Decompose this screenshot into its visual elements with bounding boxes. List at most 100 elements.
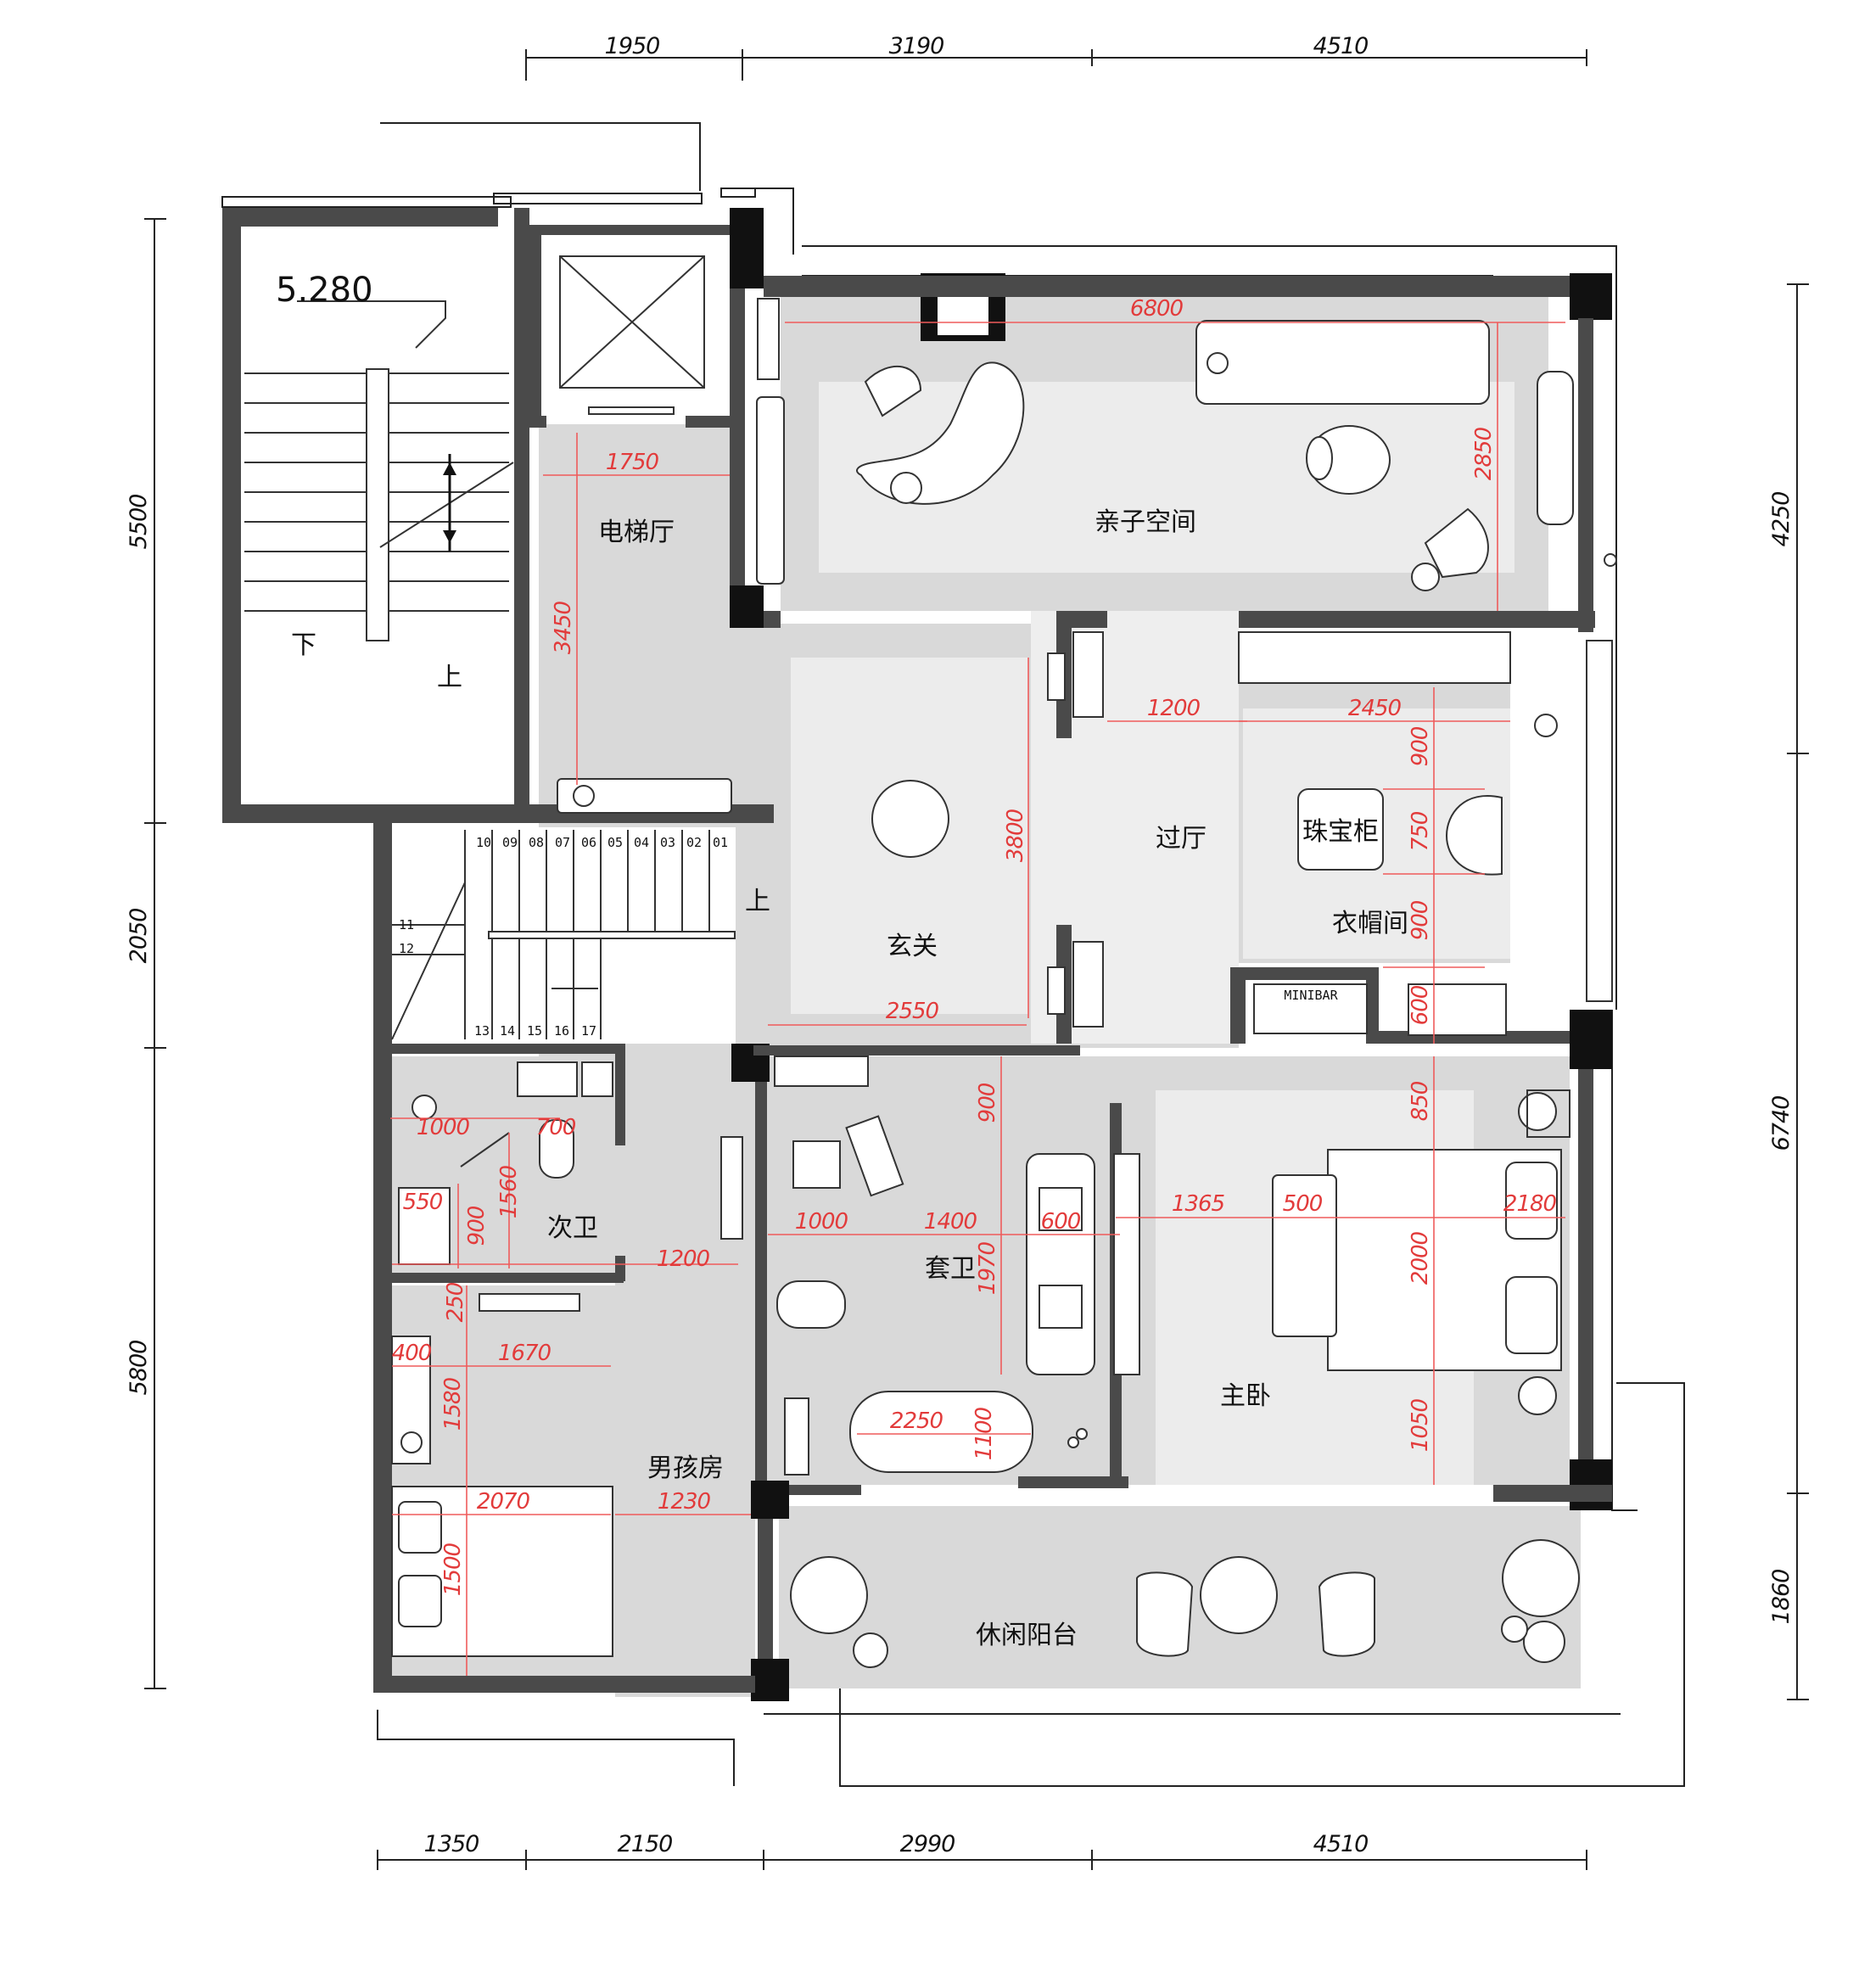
stair-down-label: 下 (291, 630, 316, 660)
dim-corridor-width: 1200 (1147, 696, 1201, 721)
stair-up-label: 上 (437, 663, 462, 692)
dim-bottom-4: 4510 (1313, 1831, 1369, 1857)
step-02: 02 (686, 835, 702, 850)
elevator-shaft (559, 255, 705, 415)
jewelry-cabinet-label: 珠宝柜 (1302, 817, 1379, 847)
room-guest-bath: 次卫 (547, 1213, 598, 1243)
room-labels: 亲子空间 电梯厅 玄关 过厅 衣帽间 珠宝柜 次卫 套卫 主卧 男孩房 休闲阳台… (547, 507, 1408, 1650)
dim-cloak-h2: 750 (1408, 811, 1433, 851)
dim-bottom-1: 1350 (424, 1831, 479, 1857)
inner-dimension-labels: 6800 2850 1750 3450 3800 2550 1200 2450 … (392, 296, 1558, 1596)
minibar (1253, 983, 1368, 1034)
interior-stair (391, 827, 736, 1044)
stair-core (241, 227, 514, 804)
balcony-table (1200, 1556, 1278, 1634)
dim-eb-1000: 1000 (795, 1209, 848, 1235)
inner-dimension-lines (390, 322, 1565, 1676)
room-elevator-hall: 电梯厅 (598, 518, 675, 547)
step-11: 11 (399, 917, 414, 932)
room-balcony: 休闲阳台 (976, 1621, 1078, 1650)
dim-br-400: 400 (392, 1341, 432, 1366)
dim-top-2: 3190 (889, 33, 944, 59)
step-04: 04 (634, 835, 649, 850)
dim-foyer-height: 3800 (1003, 809, 1028, 862)
planter (871, 780, 949, 858)
dim-family-height: 2850 (1471, 427, 1497, 480)
dim-hall-height: 3450 (551, 601, 576, 654)
room-family-space: 亲子空间 (1095, 507, 1196, 537)
dim-br-2070: 2070 (477, 1489, 530, 1515)
dim-gb-900: 900 (464, 1206, 490, 1246)
step-17: 17 (581, 1023, 596, 1039)
dim-mb-1365: 1365 (1172, 1191, 1225, 1217)
dim-eb-2250: 2250 (890, 1408, 943, 1434)
room-cloakroom: 衣帽间 (1332, 909, 1408, 938)
step-06: 06 (581, 835, 596, 850)
step-12: 12 (399, 941, 414, 956)
dim-gb-550: 550 (403, 1190, 443, 1215)
step-08: 08 (529, 835, 544, 850)
dim-cloak-h3: 900 (1408, 900, 1433, 940)
dim-gb-1000: 1000 (417, 1115, 470, 1140)
toilet (539, 1119, 574, 1179)
dim-eb-1400: 1400 (924, 1209, 977, 1235)
dim-mb-500: 500 (1283, 1191, 1323, 1217)
dim-right-2: 6740 (1768, 1096, 1794, 1151)
dim-br-1670: 1670 (498, 1341, 551, 1366)
dim-right-3: 1860 (1768, 1570, 1794, 1625)
shoe-cabinet (557, 778, 732, 814)
step-10: 10 (476, 835, 491, 850)
dim-eb-900: 900 (975, 1083, 1000, 1123)
step-16: 16 (554, 1023, 569, 1039)
dim-top-3: 4510 (1313, 33, 1369, 59)
step-09: 09 (502, 835, 518, 850)
dim-mb-2000: 2000 (1408, 1231, 1433, 1285)
step-05: 05 (607, 835, 623, 850)
dim-mb-1050: 1050 (1408, 1398, 1433, 1452)
dim-foyer-width: 2550 (886, 999, 939, 1024)
step-07: 07 (555, 835, 570, 850)
dim-br-250: 250 (443, 1282, 468, 1322)
curved-desk (856, 361, 1025, 505)
dim-gb-1560: 1560 (496, 1165, 522, 1218)
dim-left-2: 2050 (126, 909, 152, 964)
dim-bottom-2: 2150 (618, 1831, 673, 1857)
dim-cloak-h4: 600 (1408, 985, 1433, 1025)
dim-family-width: 6800 (1130, 296, 1184, 322)
step-15: 15 (527, 1023, 542, 1039)
dim-cloak-h1: 900 (1408, 726, 1433, 766)
room-ensuite-bath: 套卫 (925, 1254, 976, 1284)
dim-mb-2180: 2180 (1503, 1191, 1557, 1217)
elevation-label: 5.280 (276, 271, 373, 310)
interior-stair-up-label: 上 (745, 887, 770, 916)
step-01: 01 (713, 835, 728, 850)
walls (222, 208, 1612, 1701)
dim-eb-1970: 1970 (975, 1241, 1000, 1295)
dimension-labels: 1950 3190 4510 1350 2150 2990 4510 5500 … (126, 33, 1794, 1857)
step-13: 13 (474, 1023, 490, 1039)
dim-mb-850: 850 (1408, 1081, 1433, 1121)
room-corridor: 过厅 (1156, 824, 1207, 854)
dim-cloak-width: 2450 (1348, 696, 1402, 721)
dim-hall-width: 1750 (606, 450, 659, 475)
dim-br-1500: 1500 (440, 1543, 466, 1596)
bathtub (849, 1391, 1033, 1473)
dim-right-1: 4250 (1768, 492, 1794, 547)
dim-corridor2-width: 1200 (657, 1246, 710, 1272)
room-boys-room: 男孩房 (647, 1453, 724, 1483)
jewelry-cabinet (1297, 788, 1384, 871)
dim-eb-600: 600 (1041, 1209, 1081, 1235)
room-master-bedroom: 主卧 (1220, 1381, 1271, 1411)
ensuite-toilet (776, 1280, 846, 1329)
dim-br-1580: 1580 (440, 1377, 466, 1431)
dim-top-1: 1950 (605, 33, 660, 59)
furniture (391, 298, 1617, 1668)
step-03: 03 (660, 835, 675, 850)
step-14: 14 (500, 1023, 515, 1039)
dim-left-3: 5800 (126, 1341, 152, 1396)
dimension-lines (144, 49, 1809, 1870)
lounge-chair (1424, 507, 1489, 579)
room-foyer: 玄关 (887, 932, 938, 961)
dim-gb-700: 700 (536, 1115, 576, 1140)
